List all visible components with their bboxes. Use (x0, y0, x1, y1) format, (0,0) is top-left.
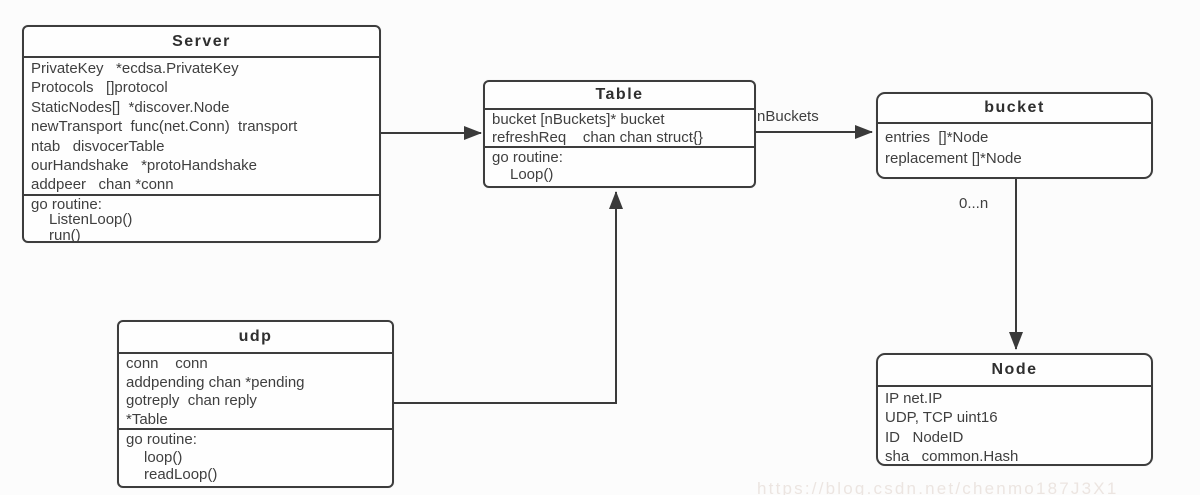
method-line: run() (49, 226, 81, 241)
field-line: replacement []*Node (885, 150, 1022, 167)
go-routine-label: go routine: (492, 149, 563, 166)
watermark-text: https://blog.csdn.net/chenmo187J3X1 (757, 479, 1119, 495)
class-title-table: Table (485, 82, 754, 110)
field-line: newTransport func(net.Conn) transport (31, 118, 298, 136)
field-line: *Table (126, 410, 168, 428)
class-box-bucket: bucket entries []*Node replacement []*No… (876, 92, 1153, 179)
field-line: PrivateKey *ecdsa.PrivateKey (31, 60, 239, 77)
class-methods-server: go routine: ListenLoop() run() (24, 196, 379, 241)
field-line: sha common.Hash (885, 447, 1019, 462)
field-line: ntab disvocerTable (31, 137, 165, 155)
field-line: Protocols []protocol (31, 79, 168, 97)
class-box-table: Table bucket [nBuckets]* bucket refreshR… (483, 80, 756, 188)
go-routine-label: go routine: (126, 431, 197, 448)
field-line: conn conn (126, 355, 208, 372)
field-line: refreshReq chan chan struct{} (492, 128, 703, 146)
field-line: bucket [nBuckets]* bucket (492, 111, 665, 128)
method-line: loop() (144, 448, 183, 466)
method-line: Loop() (510, 166, 554, 183)
class-title-bucket: bucket (878, 94, 1151, 124)
class-methods-udp: go routine: loop() readLoop() (119, 430, 392, 484)
class-fields-udp: conn conn addpending chan *pending gotre… (119, 354, 392, 430)
method-line: ListenLoop() (49, 211, 133, 229)
field-line: addpeer chan *conn (31, 176, 174, 194)
class-box-node: Node IP net.IP UDP, TCP uint16 ID NodeID… (876, 353, 1153, 466)
field-line: IP net.IP (885, 390, 943, 407)
field-line: ourHandshake *protoHandshake (31, 157, 257, 175)
field-line: UDP, TCP uint16 (885, 409, 998, 427)
field-line: gotreply chan reply (126, 392, 257, 409)
class-title-server: Server (24, 27, 379, 58)
class-fields-table: bucket [nBuckets]* bucket refreshReq cha… (485, 110, 754, 148)
field-line: entries []*Node (885, 129, 989, 146)
class-box-udp: udp conn conn addpending chan *pending g… (117, 320, 394, 488)
class-title-udp: udp (119, 322, 392, 354)
edge-label-nbuckets: nBuckets (757, 108, 819, 125)
class-methods-table: go routine: Loop() (485, 148, 754, 184)
class-fields-bucket: entries []*Node replacement []*Node (878, 124, 1151, 175)
class-title-node: Node (878, 355, 1151, 387)
multiplicity-label: 0...n (959, 195, 989, 212)
go-routine-label: go routine: (31, 196, 102, 213)
edge-udp-to-table (393, 191, 623, 404)
class-box-server: Server PrivateKey *ecdsa.PrivateKey Prot… (22, 25, 381, 243)
field-line: StaticNodes[] *discover.Node (31, 98, 230, 116)
field-line: addpending chan *pending (126, 373, 305, 391)
class-fields-server: PrivateKey *ecdsa.PrivateKey Protocols [… (24, 58, 379, 196)
method-line: readLoop() (144, 466, 218, 484)
field-line: ID NodeID (885, 428, 964, 446)
class-fields-node: IP net.IP UDP, TCP uint16 ID NodeID sha … (878, 387, 1151, 462)
